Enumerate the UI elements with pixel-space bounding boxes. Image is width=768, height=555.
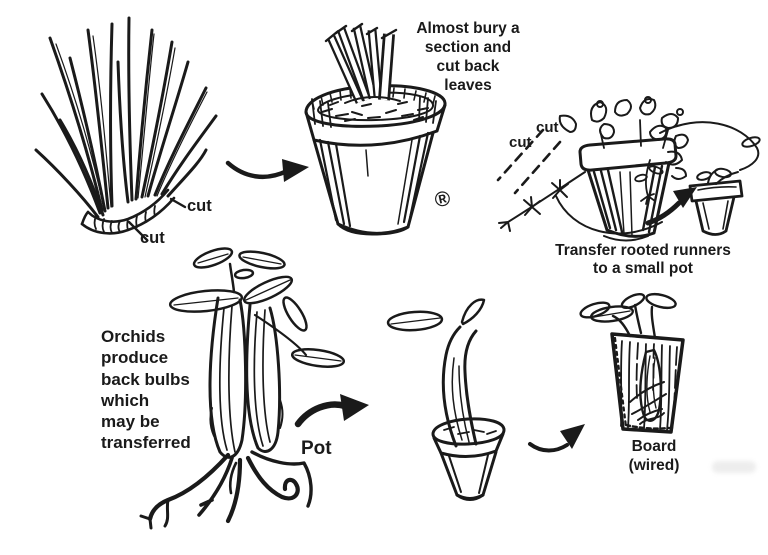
rhizome xyxy=(80,188,176,235)
board-plant-leaves xyxy=(579,292,677,340)
small-pot xyxy=(688,167,744,236)
cut-label-rhizome-bottom: cut xyxy=(140,229,165,247)
arrow-pot-to-board xyxy=(528,424,585,453)
cut-label-runner-lower: cut xyxy=(509,134,532,151)
cut-leader-bottom xyxy=(127,220,149,242)
small-back-pot xyxy=(431,417,506,501)
soil-scribble xyxy=(321,101,429,122)
arrow-clump-to-pot xyxy=(225,159,309,182)
cut-dashed-lines xyxy=(496,128,562,195)
pot-face-sprig xyxy=(634,159,664,205)
buried-section-pot xyxy=(304,22,447,236)
runner-pot-drawing xyxy=(496,96,761,242)
grass-clump-drawing xyxy=(34,16,218,242)
back-bulb-pot-drawing xyxy=(386,298,506,501)
orchid-pseudobulbs xyxy=(208,296,284,459)
pot-label: Pot xyxy=(301,438,332,459)
bulb-leaves xyxy=(386,298,486,332)
orchid-top-shoot xyxy=(192,247,286,294)
cut-label-rhizome-right: cut xyxy=(187,197,212,215)
orchid-leaves xyxy=(168,275,346,368)
caption-board-wired: Board (wired) xyxy=(628,438,680,474)
wired-plant xyxy=(629,348,667,425)
orchid-roots xyxy=(139,450,313,530)
grass-blades xyxy=(34,16,218,219)
arrow-pot xyxy=(294,394,369,428)
big-pot xyxy=(578,137,678,242)
rim-side-hatch xyxy=(311,96,437,128)
wood-grain xyxy=(613,336,678,431)
pot-hatching xyxy=(318,131,430,228)
caption-transfer-runners: Transfer rooted runners to a small pot xyxy=(555,242,731,277)
scan-smudge xyxy=(712,461,756,473)
under-pot-runner xyxy=(555,195,663,235)
caption-orchids-back-bulbs: Orchids produce back bulbs which may be … xyxy=(101,327,191,453)
board-drawing xyxy=(579,292,685,434)
cut-leader-right xyxy=(169,197,187,209)
orchid-drawing xyxy=(139,247,346,530)
caption-bury-section: Almost bury a section and cut back leave… xyxy=(416,20,520,94)
left-runner-with-plantlets xyxy=(498,171,586,232)
cut-back-leaf-stubs xyxy=(324,22,401,104)
cut-label-runner-upper: cut xyxy=(536,119,559,136)
